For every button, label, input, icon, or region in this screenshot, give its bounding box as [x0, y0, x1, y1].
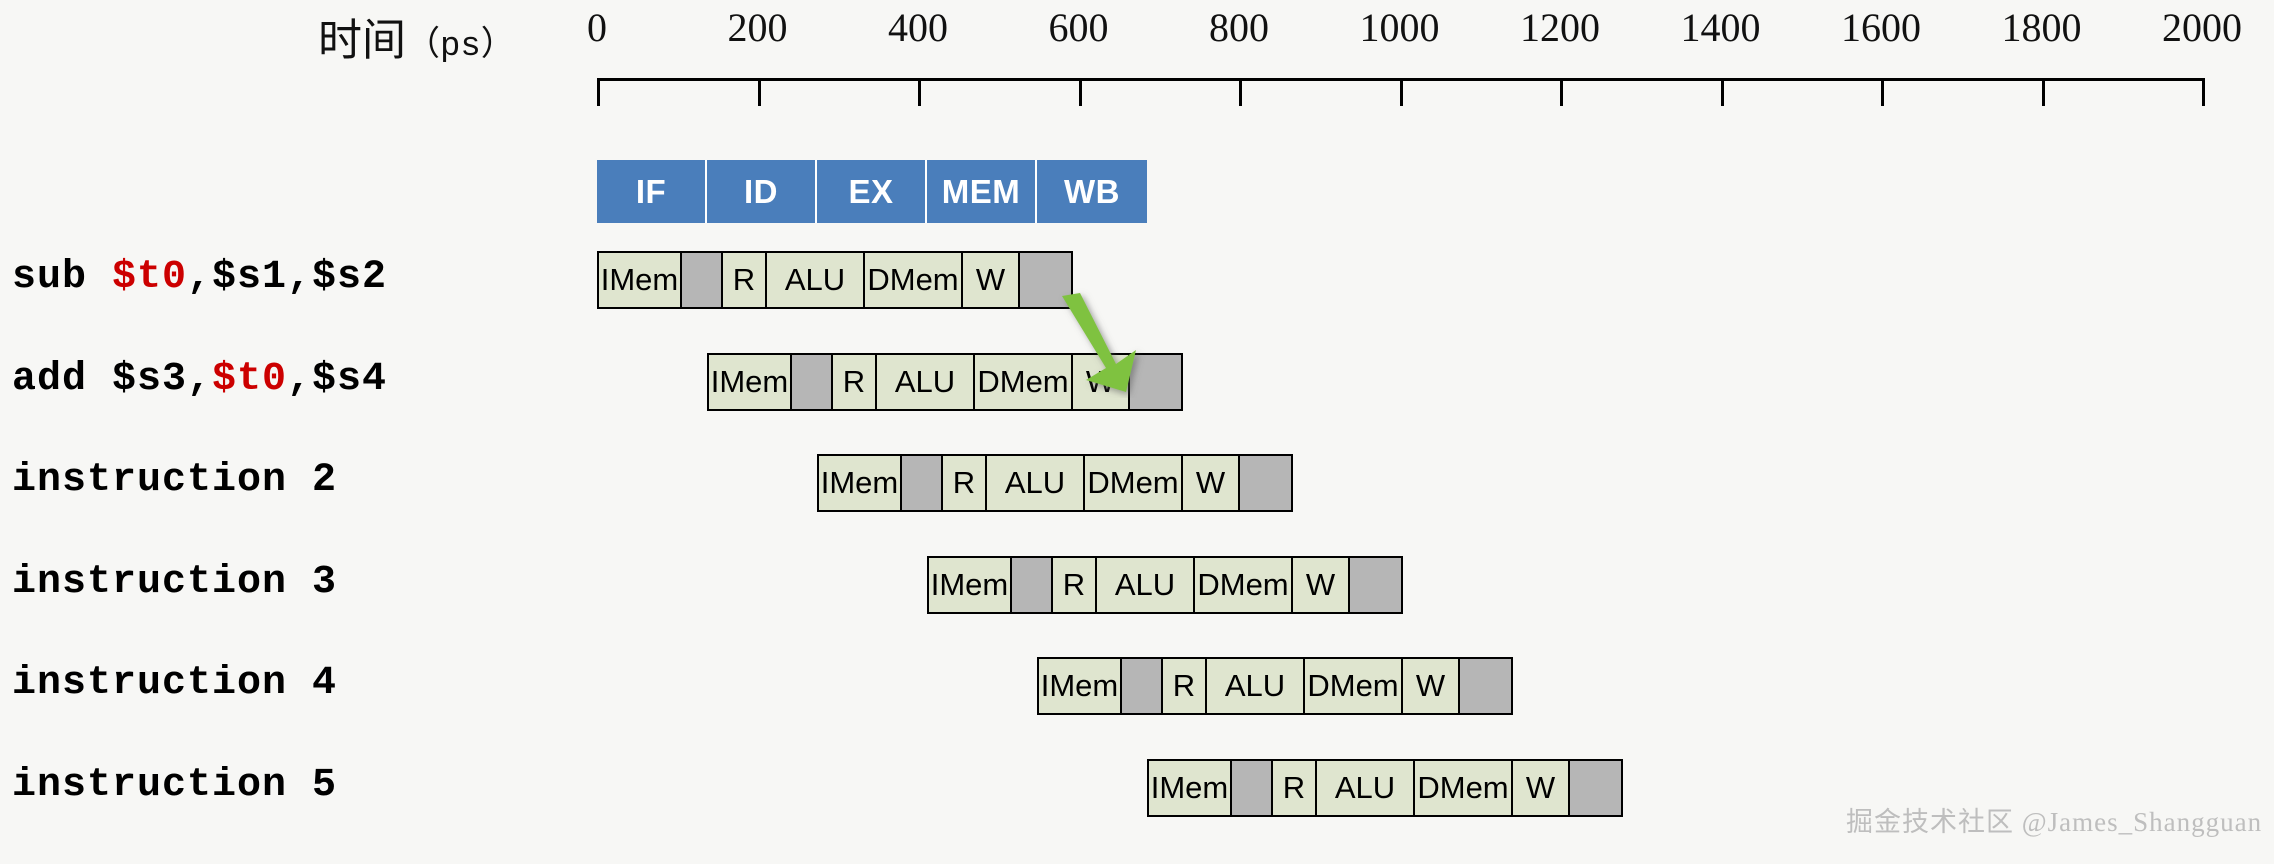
instruction-label-2: instruction 2 — [12, 458, 337, 503]
axis-tick-400: 400 — [888, 5, 948, 50]
instruction-label-0-part-1: $t0 — [112, 255, 188, 300]
axis-tick-200: 200 — [727, 5, 788, 50]
pipeline-cell-dmem: DMem — [865, 251, 963, 309]
axis-tick-1000: 1000 — [1359, 5, 1440, 50]
pipeline-cell-imem: IMem — [707, 352, 792, 411]
pipeline-cell-stall — [1460, 657, 1513, 715]
axis-tickmark-400 — [918, 78, 921, 106]
pipeline-cell-imem: IMem — [817, 454, 902, 512]
axis-tick-1800: 1800 — [2001, 5, 2082, 50]
axis-tick-1200: 1200 — [1520, 5, 1600, 50]
pipeline-cell-w: W — [963, 251, 1020, 309]
pipeline-cell-w: W — [1403, 657, 1460, 715]
pipeline-cell-r: R — [1273, 758, 1317, 817]
axis-tickmark-1400 — [1720, 78, 1724, 106]
pipeline-cell-imem: IMem — [597, 251, 682, 309]
instruction-label-2-part-0: instruction 2 — [12, 458, 338, 503]
axis-tickmark-1600 — [1881, 78, 1884, 106]
pipeline-cell-w: W — [1513, 758, 1570, 817]
pipeline-cell-alu: ALU — [877, 352, 975, 411]
pipeline-cell-alu: ALU — [1097, 555, 1195, 614]
pipeline-cell-r: R — [833, 352, 877, 411]
axis-title-unit: （ps） — [406, 28, 515, 66]
instruction-label-3-part-0: instruction 3 — [12, 559, 338, 605]
stage-header-wb: WB — [1037, 160, 1147, 223]
instruction-label-4: instruction 4 — [12, 661, 337, 706]
pipeline-cell-stall — [1570, 758, 1623, 817]
pipeline-cell-stall — [1122, 657, 1163, 715]
axis-tick-1600: 1600 — [1841, 5, 1921, 50]
pipeline-cell-dmem: DMem — [1085, 454, 1183, 512]
stage-header-id: ID — [707, 160, 817, 223]
axis-title: 时间（ps） — [318, 4, 515, 68]
pipeline-cell-alu: ALU — [987, 454, 1085, 512]
pipeline-cell-stall — [1232, 758, 1273, 817]
pipeline-cell-imem: IMem — [927, 555, 1012, 614]
pipeline-cell-alu: ALU — [1317, 758, 1415, 817]
instruction-label-1-part-0: add $s3, — [12, 356, 213, 402]
axis-tickmark-1800 — [2041, 78, 2045, 106]
pipeline-cell-r: R — [1053, 555, 1097, 614]
axis-title-cn: 时间 — [318, 16, 406, 65]
stage-header-ex: EX — [817, 160, 927, 223]
axis-tick-600: 600 — [1048, 5, 1109, 50]
axis-tickmark-800 — [1239, 78, 1242, 106]
stage-header-if: IF — [597, 160, 707, 223]
axis-tick-0: 0 — [587, 5, 607, 50]
instruction-label-4-part-0: instruction 4 — [12, 661, 338, 706]
pipeline-cell-alu: ALU — [1207, 657, 1305, 715]
pipeline-cell-dmem: DMem — [975, 352, 1073, 411]
pipeline-cell-stall — [792, 352, 833, 411]
pipeline-cell-imem: IMem — [1037, 657, 1122, 715]
axis-tickmark-1000 — [1399, 78, 1403, 106]
pipeline-cell-dmem: DMem — [1195, 555, 1293, 614]
axis-tickmark-600 — [1078, 78, 1082, 106]
pipeline-cell-stall — [1350, 555, 1403, 614]
instruction-label-5-part-0: instruction 5 — [12, 762, 338, 808]
pipeline-cell-w: W — [1293, 555, 1350, 614]
instruction-label-5: instruction 5 — [12, 763, 337, 808]
pipeline-cell-stall — [1130, 352, 1183, 411]
instruction-label-0-part-0: sub — [12, 255, 113, 300]
pipeline-cell-r: R — [723, 251, 767, 309]
axis-tickmark-1200 — [1560, 78, 1563, 106]
axis-tick-1400: 1400 — [1680, 5, 1761, 50]
forwarding-arrow-icon — [1062, 293, 1136, 392]
pipeline-cell-r: R — [943, 454, 987, 512]
pipeline-cell-w: W — [1183, 454, 1240, 512]
instruction-label-1-part-1: $t0 — [212, 356, 288, 402]
watermark: 掘金技术社区 @James_Shangguan — [1846, 807, 2263, 837]
pipeline-cell-stall — [682, 251, 723, 309]
axis-tick-2000: 2000 — [2162, 5, 2242, 50]
instruction-label-0: sub $t0,$s1,$s2 — [12, 255, 387, 300]
pipeline-cell-dmem: DMem — [1415, 758, 1513, 817]
pipeline-cell-alu: ALU — [767, 251, 865, 309]
instruction-label-0-part-2: ,$s1,$s2 — [187, 255, 388, 300]
axis-tick-800: 800 — [1209, 5, 1269, 50]
pipeline-cell-stall — [902, 454, 943, 512]
instruction-label-1: add $s3,$t0,$s4 — [12, 357, 387, 402]
pipeline-cell-dmem: DMem — [1305, 657, 1403, 715]
stage-header-mem: MEM — [927, 160, 1037, 223]
instruction-label-3: instruction 3 — [12, 560, 337, 605]
pipeline-cell-stall — [1240, 454, 1293, 512]
axis-tickmark-2000 — [2202, 78, 2205, 106]
instruction-label-1-part-2: ,$s4 — [287, 356, 388, 402]
pipeline-cell-stall — [1012, 555, 1053, 614]
axis-tickmark-200 — [757, 78, 761, 106]
axis-tickmark-0 — [597, 78, 600, 106]
pipeline-cell-r: R — [1163, 657, 1207, 715]
pipeline-cell-imem: IMem — [1147, 758, 1232, 817]
